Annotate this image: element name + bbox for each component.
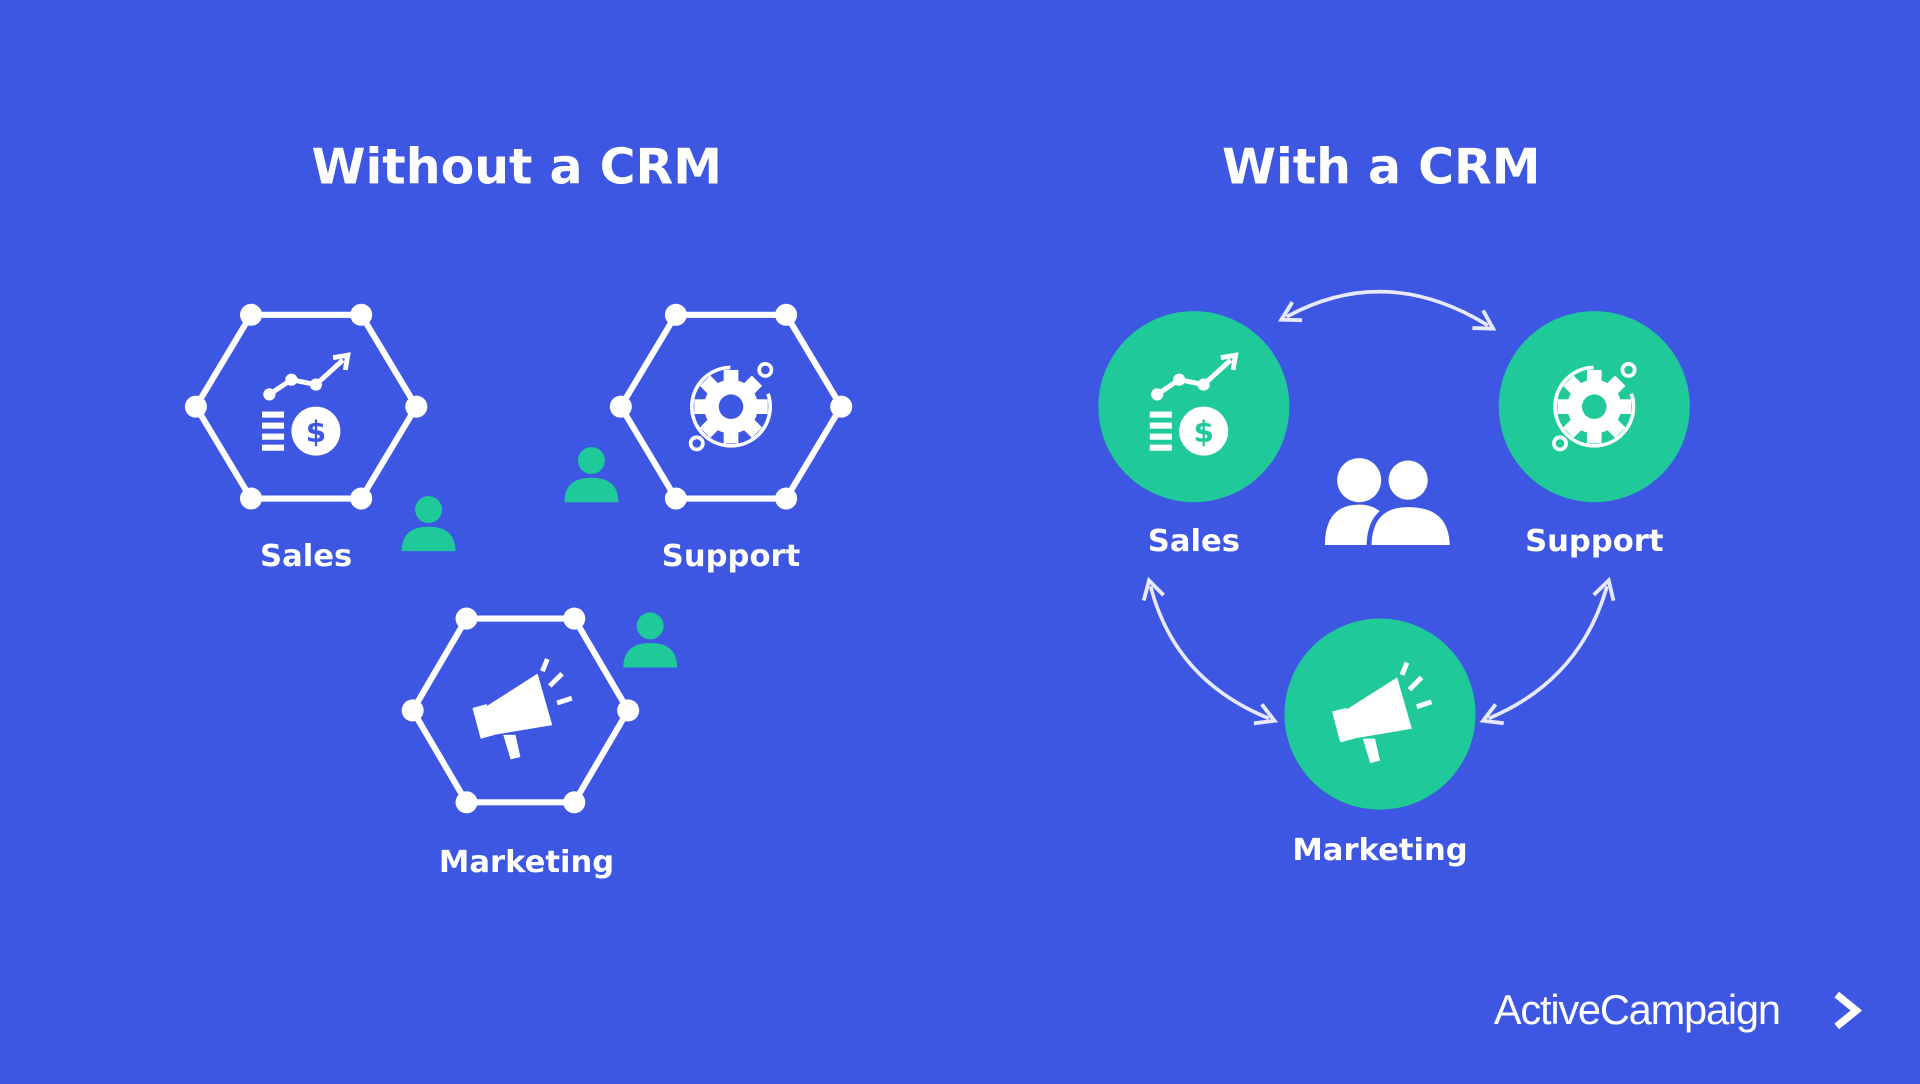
hex-node-support [609,303,853,510]
circle-node-support [1498,311,1690,503]
label-support: Support [662,539,800,574]
label-sales: Sales [1148,524,1240,559]
circle-node-marketing [1284,618,1476,810]
brand-name: ActiveCampaign [1494,986,1780,1033]
brand-chevron-icon [1834,991,1863,1030]
arrow-sales-marketing [1141,576,1279,726]
label-marketing: Marketing [1292,833,1467,868]
without-crm-title: Without a CRM [312,139,722,196]
label-marketing: Marketing [439,845,614,880]
label-support: Support [1525,524,1663,559]
activecampaign-logo: ActiveCampaign [1494,986,1863,1033]
with-crm-title: With a CRM [1222,139,1541,196]
arrow-sales-support [1277,289,1497,331]
circle-node-sales [1098,311,1290,503]
team-icon [1324,455,1455,550]
arrow-support-marketing [1479,576,1616,726]
label-sales: Sales [260,539,352,574]
hex-node-marketing [401,607,640,814]
hex-node-sales [184,303,428,510]
